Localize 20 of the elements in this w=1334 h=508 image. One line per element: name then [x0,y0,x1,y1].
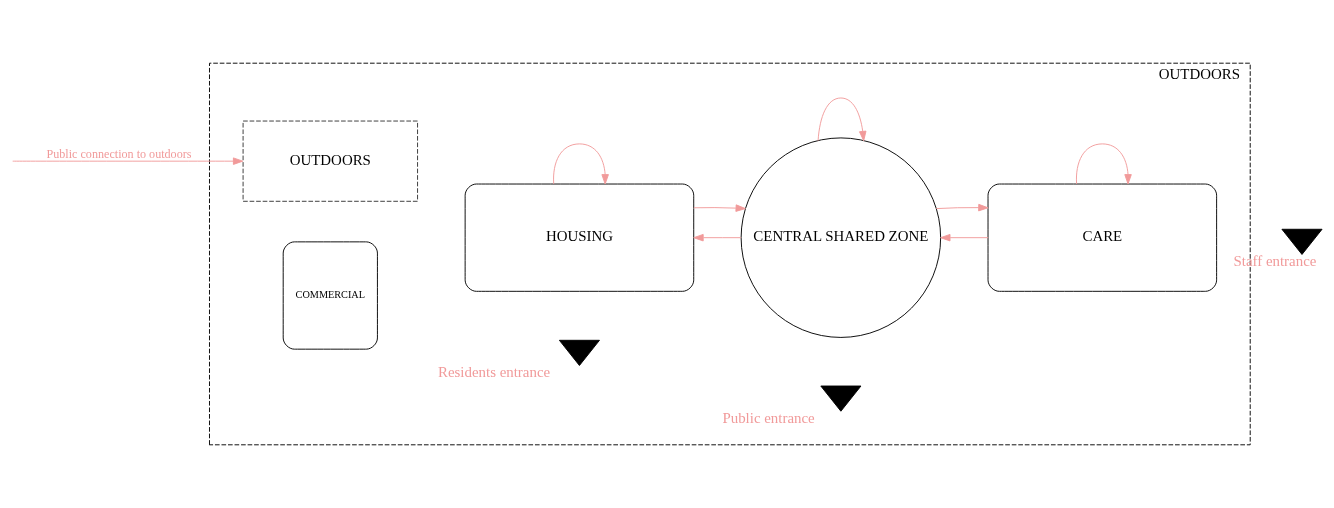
node-label: Residents entrance [437,364,551,381]
arrow [693,233,742,242]
node-circle: CENTRAL SHARED ZONE [740,137,942,338]
node-box: CARE [987,183,1218,292]
node-triangle [1281,228,1323,255]
node-triangle [820,385,862,412]
node-box: COMMERCIAL [282,241,378,350]
edge-label: Public connection to outdoors [46,146,192,161]
arrow [817,97,867,142]
arrow [12,157,244,165]
node-label: Staff entrance [1233,253,1317,270]
arrow [940,233,989,242]
arrow [553,143,609,185]
node-box: HOUSING [464,183,695,292]
arrow [1075,143,1132,185]
arrow [693,204,746,212]
node-label: Public entrance [722,410,815,427]
arrow [935,203,989,212]
node-triangle [558,339,600,366]
node-box: OUTDOORS [242,120,419,202]
